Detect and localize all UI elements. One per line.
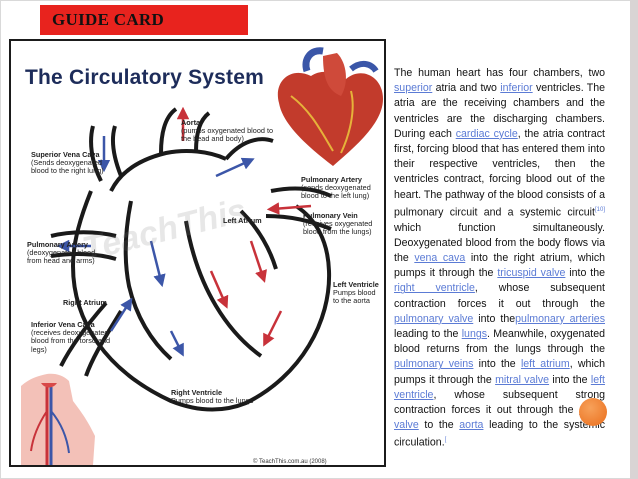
ref-trailing[interactable]: [ [444, 437, 447, 444]
link-left-atrium[interactable]: left atrium [520, 358, 570, 371]
ref-10[interactable]: [10] [594, 206, 605, 213]
human-body-figure [21, 373, 95, 465]
link-aorta[interactable]: aorta [459, 419, 484, 432]
poster-title: The Circulatory System [25, 66, 264, 89]
heart-schematic [50, 107, 332, 412]
link-tricuspid-valve[interactable]: tricuspid valve [497, 267, 566, 280]
label-pulmonary-vein: Pulmonary Vein(receives oxygenated blood… [303, 211, 373, 237]
label-inferior-vena-cava: Inferior Vena Cava(receives deoxygenated… [31, 320, 111, 354]
poster-footer: © TeachThis.com.au (2008) [253, 459, 327, 465]
orange-orb [579, 398, 607, 426]
body-text: The human heart has four chambers, two s… [394, 67, 606, 449]
link-pulmonary-arteries[interactable]: pulmonary arteries [515, 312, 605, 325]
link-cardiac-cycle[interactable]: cardiac cycle [455, 127, 518, 140]
heart-diagram [21, 47, 383, 465]
label-superior-vena-cava: Superior Vena Cava(Sends deoxygenated bl… [31, 150, 104, 176]
link-mitral-valve[interactable]: mitral valve [495, 373, 550, 386]
link-inferior[interactable]: inferior [500, 82, 533, 95]
link-pulmonary-valve[interactable]: pulmonary valve [394, 312, 474, 325]
link-vena-cava[interactable]: vena cava [414, 251, 466, 264]
oxygenated-flow-arrows [176, 106, 312, 347]
label-right-atrium: Right Atrium [63, 298, 107, 307]
link-pulmonary-veins[interactable]: pulmonary veins [394, 358, 474, 371]
label-aorta: Aorta(pumps oxygenated blood to the head… [181, 118, 274, 144]
link-right-ventricle[interactable]: right ventricle [394, 282, 475, 295]
circulatory-poster: The Circulatory System [9, 39, 386, 467]
side-band [630, 0, 638, 479]
deoxygenated-flow-arrows [56, 136, 255, 357]
label-left-atrium: Left Atrium [223, 216, 262, 225]
link-left-ventricle[interactable]: left ventricle [394, 373, 605, 401]
label-pulmonary-artery-left: Pulmonary Artery(deoxygenated blood from… [27, 240, 96, 266]
link-superior[interactable]: superior [394, 82, 433, 95]
link-lungs[interactable]: lungs [461, 327, 488, 340]
heart-illustration [277, 47, 383, 166]
label-pulmonary-artery-right: Pulmonary Artery(sends deoxygenated bloo… [301, 175, 371, 201]
guide-card-header: GUIDE CARD [40, 5, 248, 35]
